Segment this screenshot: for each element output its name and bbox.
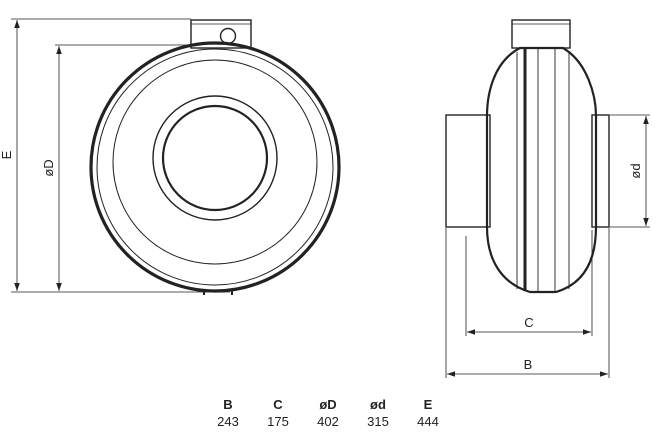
dimensions-value-row: 243 175 402 315 444 (203, 412, 453, 430)
dimension-b-label: B (524, 357, 533, 372)
front-view (89, 19, 341, 295)
side-collar-left (445, 114, 491, 228)
side-view (445, 19, 610, 294)
dimensions-table: B C øD ød E 243 175 402 315 444 (203, 396, 453, 430)
value-duct-diameter: 315 (367, 413, 389, 429)
header-outer-diameter: øD (319, 396, 337, 412)
value-outer-diameter: 402 (317, 413, 339, 429)
side-housing (485, 46, 598, 294)
front-housing-outer (89, 41, 341, 293)
dimensions-header-row: B C øD ød E (203, 396, 453, 412)
dimension-c-label: C (524, 315, 533, 330)
dimension-small-d-label: ød (628, 163, 643, 178)
dimension-d-label: øD (41, 159, 56, 176)
front-dimensions (11, 18, 230, 293)
dimension-e-label: E (0, 150, 14, 159)
value-c: 175 (267, 413, 289, 429)
side-dimensions (445, 114, 650, 378)
front-duct-outer (152, 95, 278, 221)
header-duct-diameter: ød (370, 396, 386, 412)
front-ring (112, 59, 318, 265)
front-housing-inner (96, 48, 334, 286)
cable-gland-icon (219, 27, 237, 45)
front-duct-inner (161, 104, 269, 212)
value-e: 444 (417, 413, 439, 429)
value-b: 243 (217, 413, 239, 429)
front-terminal-box (190, 19, 252, 49)
header-c: C (273, 396, 283, 412)
side-collar-right (591, 114, 610, 228)
header-b: B (223, 396, 233, 412)
header-e: E (423, 396, 433, 412)
